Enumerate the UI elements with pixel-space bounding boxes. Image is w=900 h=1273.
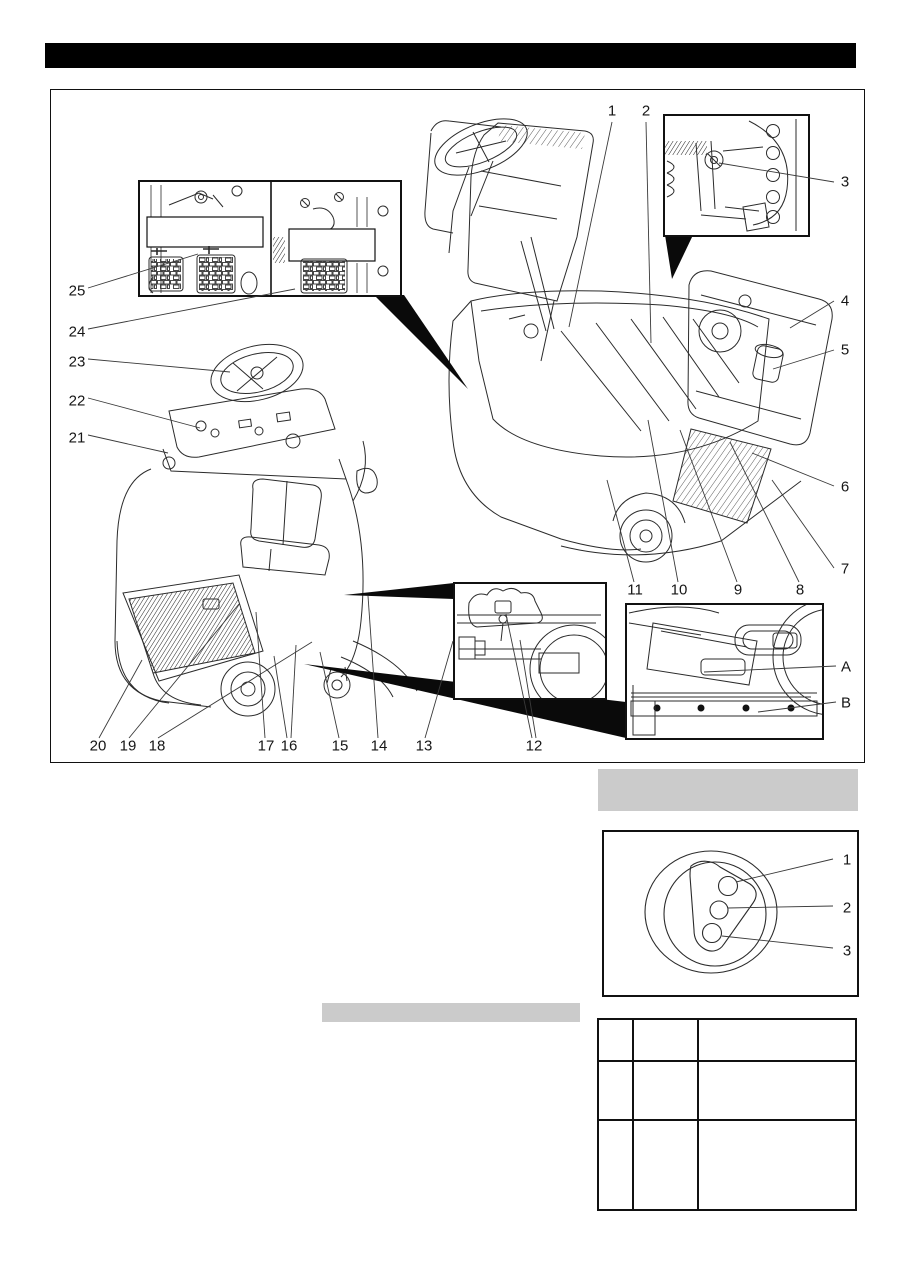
callout-A: A [840,658,852,676]
callout-19: 19 [119,737,137,755]
callout-17: 17 [257,737,275,755]
callout-16: 16 [280,737,298,755]
callout-25: 25 [68,282,86,300]
connector-pin-1 [717,875,739,897]
inset-valve-detail [138,180,402,297]
callout-14: 14 [370,737,388,755]
connector-callout-2: 2 [842,899,852,917]
key-connector-figure: 1 2 3 [602,830,859,997]
callout-24: 24 [68,323,86,341]
connector-pin-2 [709,900,729,920]
machine-overview-figure: 1 2 3 4 5 6 7 8 9 10 11 12 13 14 15 16 1… [50,89,865,763]
table-cell [597,1060,634,1121]
table-row [597,1060,857,1121]
machine-right-drawing [424,118,833,563]
table-cell [632,1060,699,1121]
table-row [597,1119,857,1211]
callout-15: 15 [331,737,349,755]
connector-line-art [644,850,834,974]
table-cell [697,1060,857,1121]
callout-6: 6 [840,478,850,496]
connector-inner-ring [663,861,767,967]
connector-leader-lines [721,858,834,949]
inset-nozzle-detail [453,582,607,700]
connector-callout-1: 1 [842,851,852,869]
callout-4: 4 [840,292,850,310]
title-bar-redacted [45,43,856,68]
leader-lines [87,121,837,739]
connector-outer-ring [644,850,778,974]
inset-side-detail [625,603,824,740]
table-cell [597,1119,634,1211]
table-cell [632,1018,699,1062]
callout-20: 20 [89,737,107,755]
table-cell [697,1018,857,1062]
table-cell [697,1119,857,1211]
callout-5: 5 [840,341,850,359]
table-cell [597,1018,634,1062]
table-cell [632,1119,699,1211]
connector-pin-3 [701,922,723,944]
callout-22: 22 [68,392,86,410]
callout-10: 10 [670,581,688,599]
callout-B: B [840,694,852,712]
callout-9: 9 [733,581,743,599]
callout-11: 11 [627,581,643,599]
callout-8: 8 [795,581,805,599]
callout-13: 13 [415,737,433,755]
connector-key-plate [689,860,757,952]
table-row [597,1018,857,1062]
callout-21: 21 [68,429,86,447]
callout-23: 23 [68,353,86,371]
section-heading-redacted-center [322,1003,580,1022]
inset-screw-detail [663,114,810,237]
magnifier-wedges [304,235,693,738]
callout-2: 2 [641,102,651,120]
callout-12: 12 [525,737,543,755]
callout-1: 1 [607,102,617,120]
callout-18: 18 [148,737,166,755]
connector-callout-3: 3 [842,942,852,960]
section-heading-redacted-right [598,769,858,811]
callout-7: 7 [840,560,850,578]
callout-3: 3 [840,173,850,191]
machine-left-drawing [114,343,418,717]
machine-line-art [87,114,837,740]
info-table [597,1018,857,1211]
